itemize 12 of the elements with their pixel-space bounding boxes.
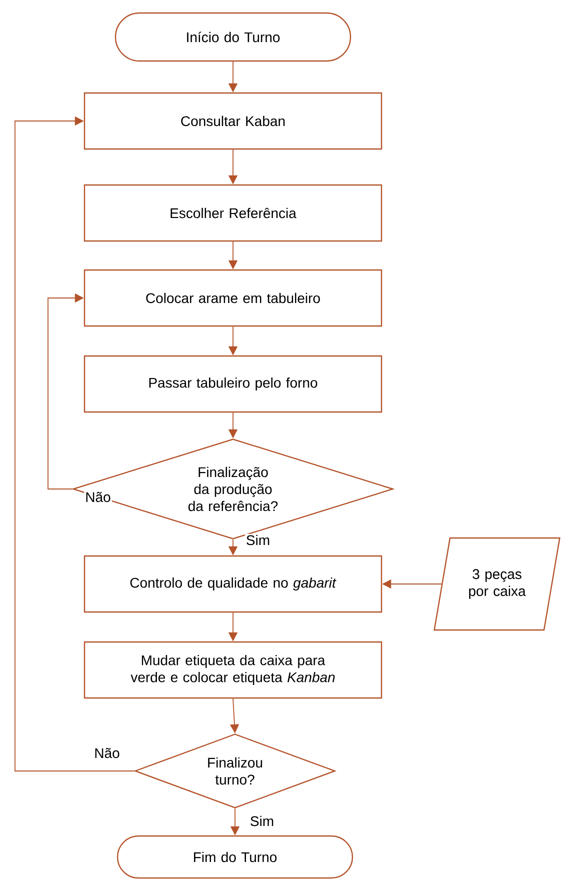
arrow [14, 116, 135, 772]
process-box: Controlo de qualidade no gabarit [84, 555, 382, 613]
process-box: Escolher Referência [84, 184, 382, 242]
edge-label: Não [84, 490, 112, 504]
process-box: Mudar etiqueta da caixa para verde e colocar etiqueta Kanban [84, 641, 382, 699]
edge-label: Sim [248, 814, 276, 828]
edge-label: Sim [244, 534, 272, 546]
input-parallelogram: 3 peças por caixa [434, 537, 560, 631]
edge-label: Não [93, 746, 121, 760]
process-box: Passar tabuleiro pelo forno [84, 355, 382, 413]
process-box: Consultar Kaban [84, 92, 382, 150]
process-box: Colocar arame em tabuleiro [84, 269, 382, 327]
